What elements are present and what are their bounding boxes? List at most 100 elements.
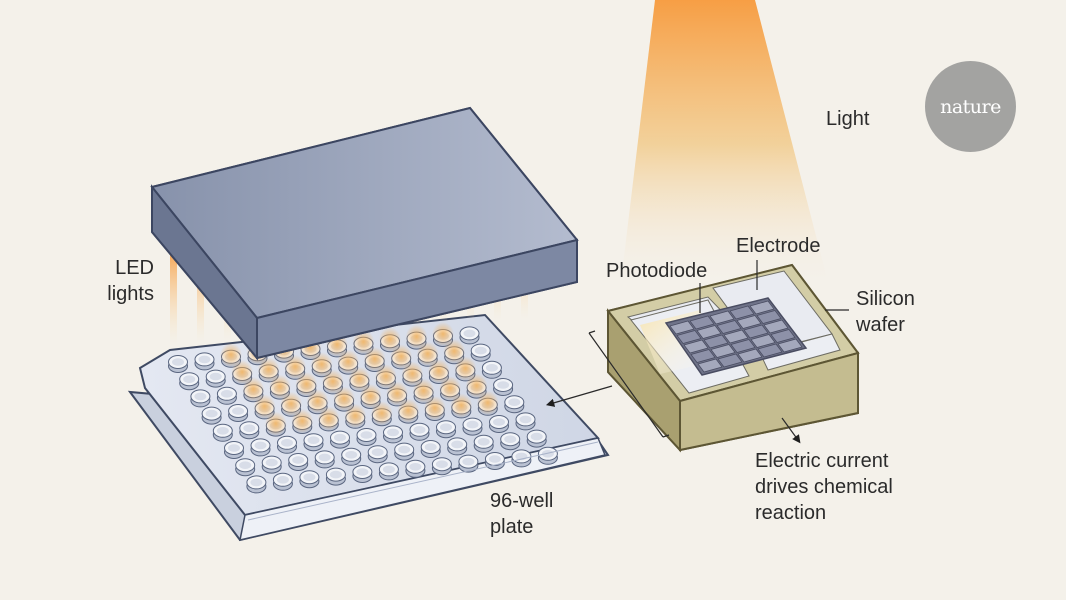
plate-label-line-2: plate xyxy=(490,516,534,538)
well xyxy=(190,389,211,408)
well xyxy=(450,393,473,419)
silicon-wafer-label: Silicon wafer xyxy=(856,286,915,338)
photodiode-cell xyxy=(683,339,709,354)
pointer-lines xyxy=(545,260,849,444)
led-box xyxy=(150,106,579,361)
well xyxy=(431,457,452,476)
well xyxy=(412,378,435,404)
well xyxy=(374,364,397,390)
well xyxy=(397,398,420,424)
well xyxy=(493,378,514,396)
photodiode-cell xyxy=(743,324,769,339)
well xyxy=(370,401,393,427)
photodiode-cell xyxy=(709,310,735,325)
well xyxy=(390,344,413,370)
photodiode-cell xyxy=(756,310,782,324)
electrode-label: Electrode xyxy=(736,233,821,259)
well xyxy=(436,420,456,439)
well xyxy=(330,430,350,449)
silicon-wafer xyxy=(606,263,860,453)
well xyxy=(333,386,356,412)
plate-label: 96-well plate xyxy=(490,488,553,540)
well xyxy=(306,389,329,415)
well xyxy=(280,391,303,417)
well xyxy=(409,422,430,441)
well xyxy=(264,411,287,437)
silicon-wafer-line-2: wafer xyxy=(856,314,905,336)
well xyxy=(205,369,226,388)
well xyxy=(303,433,324,452)
well xyxy=(201,406,222,425)
well xyxy=(194,352,215,371)
well xyxy=(168,355,188,373)
photodiode-label-text: Photodiode xyxy=(606,260,708,282)
well xyxy=(476,390,499,416)
photodiode-cell xyxy=(703,334,729,349)
photodiode-cell xyxy=(690,349,716,363)
photodiode-cell xyxy=(697,358,723,373)
well xyxy=(179,372,200,391)
well xyxy=(526,429,547,448)
well xyxy=(242,377,265,403)
photodiode-cell xyxy=(770,329,796,343)
well xyxy=(321,369,344,395)
well xyxy=(504,395,525,414)
well xyxy=(515,412,536,431)
well xyxy=(459,326,480,345)
photodiode-cell xyxy=(737,348,763,363)
led-lights-label: LED lights xyxy=(96,255,154,307)
well xyxy=(235,458,256,477)
well xyxy=(484,452,505,470)
well xyxy=(272,472,293,491)
well xyxy=(432,322,454,347)
light-label-text: Light xyxy=(826,108,870,130)
photodiode-cell xyxy=(763,319,789,334)
well xyxy=(317,406,340,432)
photodiode-cell xyxy=(676,330,702,344)
well xyxy=(291,409,314,434)
well xyxy=(401,361,424,387)
photodiode-cell xyxy=(716,320,742,334)
electric-current-line-3: reaction xyxy=(755,502,827,524)
photodiode-cell xyxy=(669,320,695,335)
well xyxy=(363,347,386,372)
photodiode-label: Photodiode xyxy=(606,258,707,284)
led-ray xyxy=(197,248,204,343)
well xyxy=(423,396,446,421)
well xyxy=(216,386,237,405)
well xyxy=(341,447,362,466)
led-ray xyxy=(170,250,177,345)
well xyxy=(439,376,462,402)
well xyxy=(367,445,388,464)
photodiode-cell xyxy=(710,344,736,358)
well xyxy=(420,440,441,458)
electric-current-line-2: drives chemical xyxy=(755,476,893,498)
photodiode-cell xyxy=(723,329,749,344)
photodiode-cell xyxy=(757,343,783,358)
well xyxy=(352,329,375,355)
well xyxy=(352,465,373,483)
well xyxy=(277,435,297,454)
well xyxy=(537,446,558,465)
plate-label-line-1: 96-well xyxy=(490,490,554,512)
well xyxy=(465,373,488,399)
led-label-line-2: lights xyxy=(107,283,154,305)
photodiode-cell xyxy=(717,353,743,368)
well xyxy=(378,462,399,481)
silicon-wafer-line-1: Silicon xyxy=(856,288,915,310)
well xyxy=(394,442,415,461)
well xyxy=(261,455,282,474)
well xyxy=(212,423,233,442)
well xyxy=(462,417,483,436)
nature-logo: nature xyxy=(925,61,1016,152)
well xyxy=(405,459,426,478)
well xyxy=(356,428,377,446)
photodiode-cell xyxy=(749,300,775,315)
photodiode-cell xyxy=(736,315,762,329)
well xyxy=(250,438,271,457)
photodiode-cell xyxy=(730,339,756,353)
photodiode-cells xyxy=(669,300,803,373)
wells xyxy=(168,322,558,494)
well xyxy=(257,357,280,383)
well xyxy=(405,324,428,350)
